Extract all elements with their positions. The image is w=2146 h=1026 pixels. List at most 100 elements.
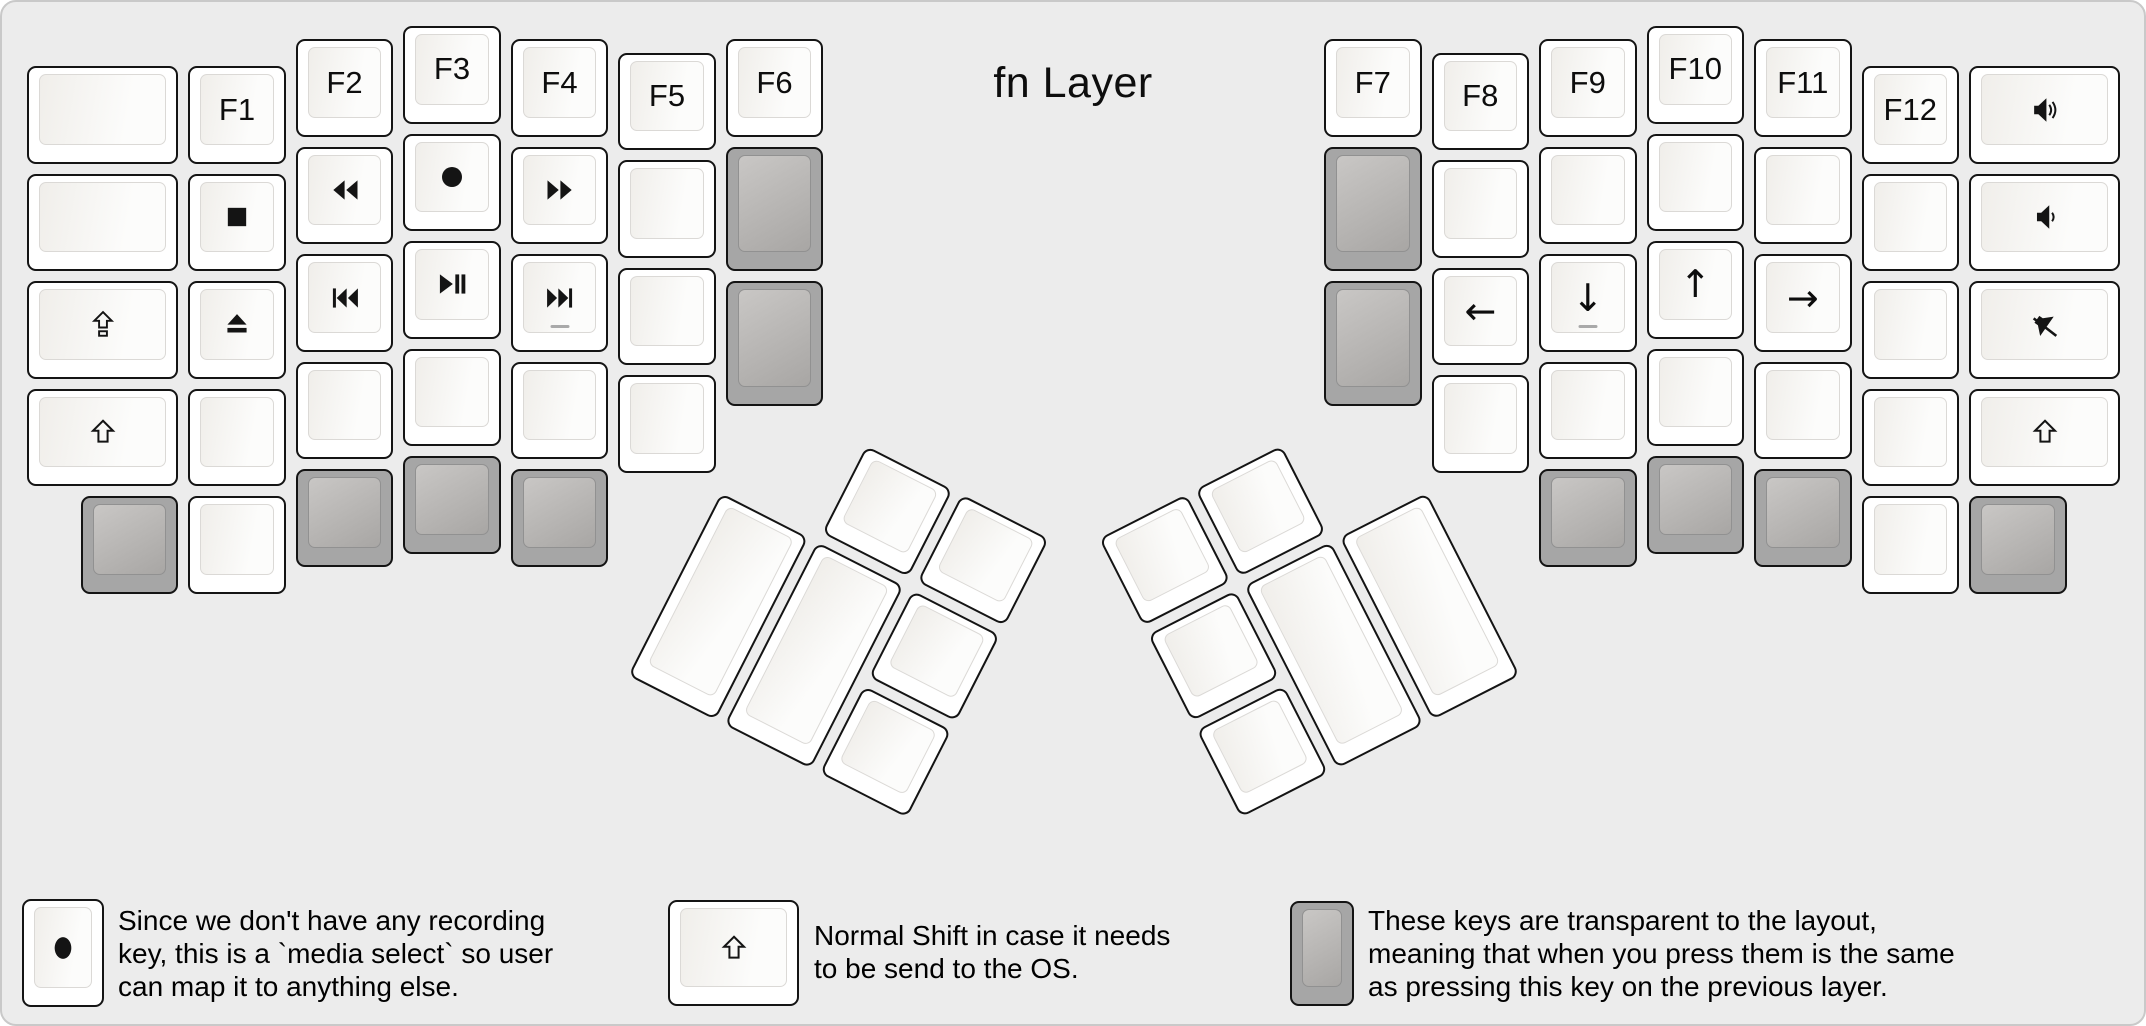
- keycap-top: F6: [737, 47, 812, 118]
- key-label: F5: [648, 78, 686, 114]
- key-label: F11: [1777, 64, 1829, 100]
- keycap-top: [1873, 289, 1947, 360]
- play-pause-icon: [437, 269, 467, 299]
- arrow-right-icon: →: [1786, 275, 1819, 320]
- key-stop: [188, 173, 286, 272]
- note-text-line: key, this is a `media select` so user: [118, 938, 554, 969]
- key-label: F9: [1569, 64, 1606, 100]
- keycap-top: [415, 141, 489, 212]
- key-blank: [618, 375, 716, 473]
- keycap-top: [1162, 602, 1260, 699]
- key-fast-forward: [510, 146, 609, 245]
- keycap-top: [1658, 141, 1732, 212]
- record-icon: [437, 162, 467, 192]
- key-blank: [1861, 173, 1959, 272]
- eject-icon: [222, 310, 252, 340]
- key-transparent: [1754, 469, 1852, 567]
- key-transparent: [510, 469, 609, 567]
- note-text-line: These keys are transparent to the layout…: [1368, 905, 1877, 936]
- key-transparent: [403, 456, 501, 554]
- key-blank: [27, 66, 179, 164]
- keycap-top: [1551, 369, 1625, 441]
- keycap-top: [34, 907, 92, 988]
- keycap-top: [1981, 396, 2109, 468]
- key-f12: F12: [1861, 66, 1959, 164]
- next-track-icon: [545, 283, 575, 313]
- key-shift: [27, 388, 179, 487]
- key-shift: [668, 900, 799, 1006]
- keycap-top: [415, 464, 489, 535]
- key-transparent: [1646, 456, 1744, 554]
- key-f11: F11: [1754, 39, 1852, 137]
- keycap-top: [1336, 289, 1410, 387]
- keycap-top: [200, 289, 274, 360]
- key-blank: [1539, 146, 1637, 245]
- keycap-top: [39, 289, 167, 360]
- key-blank: [618, 267, 716, 366]
- key-transparent: [80, 496, 179, 594]
- keycap-top: [936, 506, 1035, 604]
- key-transparent: [1290, 901, 1354, 1006]
- homing-dash: [550, 324, 569, 328]
- key-f5: F5: [618, 52, 716, 151]
- key-f4: F4: [510, 39, 609, 137]
- key-blank: [188, 388, 286, 487]
- keycap-top: [1113, 506, 1211, 604]
- note-text-line: meaning that when you press them is the …: [1368, 938, 1955, 969]
- shift-icon: [88, 417, 118, 447]
- keycap-top: →: [1766, 262, 1840, 333]
- key-label: F6: [756, 64, 793, 100]
- key-volume-down: [1969, 173, 2121, 272]
- keycap-top: [630, 275, 704, 347]
- keycap-top: F11: [1766, 47, 1840, 118]
- keycap-top: [1873, 181, 1947, 253]
- keycap-top: F5: [630, 60, 704, 132]
- key-blank: [1431, 375, 1529, 473]
- keycap-top: F12: [1873, 74, 1947, 145]
- keycap-top: F9: [1551, 47, 1625, 118]
- key-prev-track: [295, 254, 394, 352]
- keycap-top: [307, 369, 382, 441]
- key-blank: [1861, 496, 1959, 594]
- key-label: F8: [1462, 78, 1499, 114]
- key-transparent: [725, 281, 824, 406]
- keycap-top: [522, 369, 597, 441]
- key-blank: [1754, 146, 1852, 245]
- keycap-top: [39, 181, 167, 253]
- keycap-top: F10: [1658, 34, 1732, 105]
- key-record: [403, 133, 501, 231]
- arrow-up-icon: ↑: [1679, 262, 1712, 307]
- key-transparent: [725, 146, 824, 272]
- fast-forward-icon: [545, 175, 575, 205]
- key-blank: [27, 173, 179, 272]
- key-transparent: [1324, 281, 1422, 406]
- keycap-top: [1336, 154, 1410, 253]
- keycap-top: [307, 262, 382, 333]
- keycap-top: [307, 154, 382, 226]
- record-oval-icon: [48, 933, 78, 963]
- keycap-top: [1551, 477, 1625, 548]
- keycap-top: [888, 602, 986, 699]
- note-text-line: Since we don't have any recording: [118, 905, 546, 936]
- key-transparent: [1539, 469, 1637, 567]
- key-eject: [188, 281, 286, 379]
- note-text-3: These keys are transparent to the layout…: [1368, 904, 1955, 1003]
- keycap-top: [415, 249, 489, 320]
- key-volume-up: [1969, 66, 2121, 164]
- keycap-top: [1981, 181, 2109, 253]
- key-f8: F8: [1431, 52, 1529, 151]
- shift-icon: [2030, 417, 2060, 447]
- key-blank: [188, 496, 286, 594]
- volume-up-icon: [2028, 93, 2062, 127]
- keycap-top: [1873, 396, 1947, 468]
- rewind-icon: [330, 175, 360, 205]
- key-blank: [1861, 388, 1959, 487]
- keycap-top: [1443, 168, 1517, 239]
- keycap-top: [680, 908, 787, 987]
- key-blank: [1539, 361, 1637, 460]
- key-blank: [1646, 133, 1744, 231]
- keycap-top: [1551, 154, 1625, 226]
